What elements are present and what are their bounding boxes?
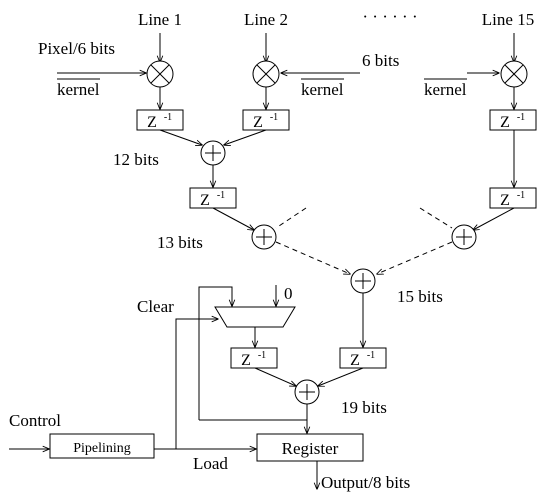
delay-block-6: Z -1 xyxy=(230,347,278,369)
svg-text:Z: Z xyxy=(500,192,510,209)
d5-to-add3 xyxy=(473,207,515,230)
multiplier-icon-1 xyxy=(146,60,174,88)
d6-to-add5 xyxy=(254,367,296,386)
bits-19-label: 19 bits xyxy=(341,398,387,417)
feedback-path xyxy=(198,286,232,420)
line-1-label: Line 1 xyxy=(138,10,182,29)
dashed-in-add2 xyxy=(275,207,307,229)
adder-icon-3 xyxy=(451,224,477,250)
svg-text:-1: -1 xyxy=(164,112,172,123)
feedback-tap xyxy=(199,404,308,421)
multiplier-icon-2 xyxy=(252,60,280,88)
register-block: Register xyxy=(256,433,364,462)
svg-text:-1: -1 xyxy=(517,112,525,123)
adder-icon-5 xyxy=(294,379,320,405)
bits-12-label: 12 bits xyxy=(113,150,159,169)
load-label: Load xyxy=(193,454,228,473)
svg-text:Z: Z xyxy=(241,352,251,369)
delay-block-1: Z -1 xyxy=(136,109,184,131)
d7-to-add5 xyxy=(318,367,364,386)
clear-label: Clear xyxy=(137,297,174,316)
pipelining-block: Pipelining xyxy=(49,433,155,459)
pixel-bits-label: Pixel/6 bits xyxy=(38,39,115,58)
dashed-in-add3 xyxy=(419,207,453,229)
adder-icon-1 xyxy=(200,140,226,166)
svg-text:-1: -1 xyxy=(517,190,525,201)
line-2-label: Line 2 xyxy=(244,10,288,29)
delay-block-4: Z -1 xyxy=(189,187,237,209)
line-15-label: Line 15 xyxy=(482,10,534,29)
clear-control xyxy=(175,319,218,449)
svg-text:Z: Z xyxy=(500,114,510,131)
delay-block-5: Z -1 xyxy=(489,187,537,209)
delay-block-3: Z -1 xyxy=(489,109,537,131)
delay-block-2: Z -1 xyxy=(242,109,290,131)
zero-label: 0 xyxy=(284,284,293,303)
svg-text:Z: Z xyxy=(147,114,157,131)
delay-block-7: Z -1 xyxy=(339,347,387,369)
d2-to-add1 xyxy=(224,129,267,145)
control-label: Control xyxy=(9,411,61,430)
bits-13-label: 13 bits xyxy=(157,233,203,252)
kernel-label-2: kernel xyxy=(301,80,344,99)
svg-text:Z: Z xyxy=(200,192,210,209)
bits-15-label: 15 bits xyxy=(397,287,443,306)
output-label: Output/8 bits xyxy=(321,473,410,492)
svg-text:-1: -1 xyxy=(367,350,375,361)
mux-block xyxy=(214,306,296,328)
svg-text:Register: Register xyxy=(282,439,339,458)
svg-text:Z: Z xyxy=(253,114,263,131)
svg-text:-1: -1 xyxy=(217,190,225,201)
kernel-label-3: kernel xyxy=(424,80,467,99)
svg-text:Pipelining: Pipelining xyxy=(73,441,131,456)
adder-icon-2 xyxy=(251,224,277,250)
add2-to-add4 xyxy=(275,241,350,274)
d4-to-add2 xyxy=(212,207,254,230)
d1-to-add1 xyxy=(159,129,202,145)
six-bits-label: 6 bits xyxy=(362,51,399,70)
ellipsis-label: · · · · · · xyxy=(362,7,417,26)
adder-icon-4 xyxy=(350,268,376,294)
svg-text:-1: -1 xyxy=(258,350,266,361)
add3-to-add4 xyxy=(377,241,453,274)
svg-text:Z: Z xyxy=(350,352,360,369)
kernel-label-1: kernel xyxy=(57,80,100,99)
svg-text:-1: -1 xyxy=(270,112,278,123)
multiplier-icon-3 xyxy=(500,60,528,88)
